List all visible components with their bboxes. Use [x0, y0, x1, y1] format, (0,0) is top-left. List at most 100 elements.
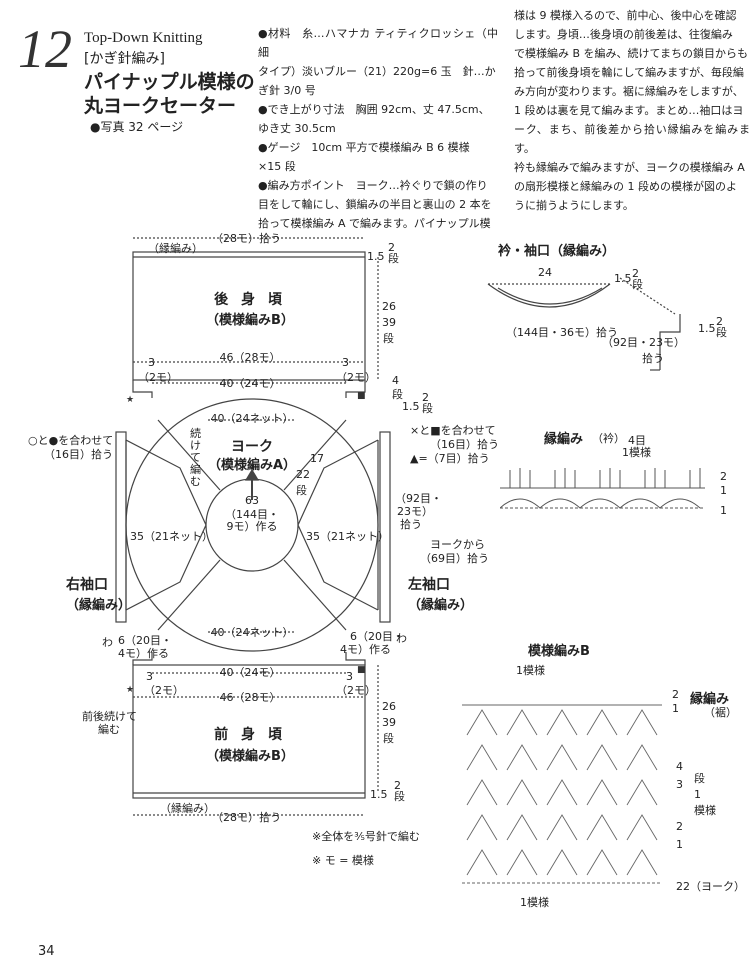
collar-2dan: 2 段: [632, 267, 643, 291]
instructions-column-1: ●材料 糸…ハマナカ ティティクロッシェ（中細 タイプ）淡いブルー（21）220…: [258, 24, 498, 233]
instruction-line: ●ゲージ 10cm 平方で模様編み B 6 模様: [258, 141, 470, 154]
gusset-left-2: 4モ）作る: [118, 647, 169, 660]
back-3-left: 3: [148, 356, 155, 369]
cuff-2dan: 2 段: [716, 315, 727, 339]
yoke-from-label: ヨークから: [430, 538, 485, 551]
right-pick-label: 拾う: [400, 518, 422, 531]
right-sleeve-title: 右袖口: [66, 577, 108, 593]
instruction-line: の扇形模様と縁編みの 1 段めの模様が図のよ: [514, 180, 737, 193]
front-body-title: 前 身 頃: [214, 727, 286, 743]
note-needle: ※全体を⅗号針で編む: [312, 830, 420, 843]
border-lower-loops: [500, 498, 701, 509]
pattern-b-rows-2: 2: [676, 820, 683, 833]
yoke-title: ヨーク: [231, 439, 273, 455]
step-4: 4: [392, 374, 399, 387]
yoke-segment-line: [283, 419, 347, 491]
collar-pick: （144目・36モ）拾う: [506, 326, 618, 339]
pattern-number: 12: [18, 19, 72, 79]
instruction-line: します。身頃…後身頃の前後差は、往復編み: [514, 28, 733, 41]
cuff-pick: 拾う: [642, 352, 664, 365]
collar-title: 衿・袖口（縁編み）: [498, 244, 616, 259]
cuff-92: （92目・23モ）: [602, 336, 685, 349]
yoke-63-label: 63: [245, 494, 259, 507]
sleeve-cuff-shape: [659, 314, 681, 370]
right-note-3: ▲=（7目）拾う: [410, 452, 490, 465]
yoke-144-label: （144目・: [225, 508, 279, 521]
instruction-line: うに揃うようにします。: [514, 199, 634, 212]
right-23-label: 23モ）: [397, 505, 433, 518]
pattern-b-stitch-chart: [462, 704, 662, 884]
border-row-2: 2: [720, 470, 727, 483]
front-border-dan: 2 段: [394, 779, 405, 803]
yoke-35-right: 35（21ネット）: [306, 530, 389, 543]
right-92-label: （92目・: [395, 492, 442, 505]
yoke-35-left: 35（21ネット）: [130, 530, 213, 543]
pattern-b-rep-bottom: 1模様: [520, 896, 549, 909]
pattern-b-border-title: 縁編み: [690, 692, 730, 707]
front-3-right-sub: （2モ）: [336, 684, 376, 697]
front-3-right: 3: [346, 670, 353, 683]
back-step-right: [345, 380, 366, 398]
pattern-subtitle: Top-Down Knitting: [84, 30, 203, 46]
step-4-dan: 段: [392, 388, 403, 401]
border-stitch-chart: [500, 468, 705, 509]
instruction-line: ×15 段: [258, 160, 296, 173]
instruction-line: 1 段めは裏を見て編みます。まとめ…袖口はヨ: [514, 104, 744, 117]
pattern-b-one: 1: [694, 788, 701, 801]
square-marker: ■: [357, 665, 366, 675]
pattern-title: パイナップル模様の 丸ヨークセーター: [84, 70, 255, 118]
yoke-bottom-label: 40（24ネット）: [210, 626, 294, 639]
back-3-left-sub: （2モ）: [138, 371, 178, 384]
pattern-b-fan-rows: [466, 709, 658, 876]
front-height-39: 39: [382, 716, 396, 729]
left-sleeve-gusset: [125, 439, 207, 611]
yoke-22-dan: 段: [296, 484, 307, 497]
front-3-left: 3: [146, 670, 153, 683]
right-note-2: （16目）拾う: [430, 438, 499, 451]
back-border-dan: 2 段: [388, 241, 399, 265]
yoke-17-label: 17: [310, 452, 324, 465]
instruction-line: 衿も縁編みで編みますが、ヨークの模様編み A: [514, 161, 745, 174]
front-border-label: （縁編み）: [160, 802, 215, 815]
square-marker: ■: [357, 391, 366, 401]
instruction-line: ●編み方ポイント ヨーク…衿ぐりで鎖の作り: [258, 179, 488, 192]
yoke-segment-line: [283, 559, 347, 631]
instruction-line: 目をして輪にし、鎖編みの半目と裏山の 2 本を: [258, 198, 492, 211]
title-line-1: パイナップル模様の: [84, 71, 255, 93]
front-46-label: 46（28モ）: [219, 691, 281, 704]
border-fan-motifs: [509, 468, 701, 488]
yoke-continue-note: 続けて編む: [190, 427, 201, 488]
pattern-b-moyo: 模様: [694, 804, 716, 817]
back-body-outline: [132, 251, 366, 381]
front-continue-1: 前後続けて: [82, 710, 137, 723]
step-15: 1.5: [402, 400, 420, 413]
technique-label: [かぎ針編み]: [84, 51, 165, 67]
pattern-b-row-1: 1: [672, 702, 679, 715]
start-arrow-head: [244, 468, 260, 481]
yoke-9-label: 9モ）作る: [226, 520, 278, 533]
front-pick-label: （28モ）拾う: [212, 811, 281, 824]
front-step-right: [345, 652, 366, 665]
back-border-label: （縁編み）: [148, 242, 203, 255]
left-note-1: ○と●を合わせて: [28, 434, 114, 447]
pattern-b-title: 模様編みB: [528, 644, 590, 659]
left-sleeve-sub: （縁編み）: [408, 598, 474, 613]
instruction-line: 拾って模様編み A で編みます。パイナップル模: [258, 217, 491, 230]
pattern-b-row-22: 22（ヨーク）: [676, 880, 745, 893]
pattern-b-rows-3: 3: [676, 778, 683, 791]
instruction-line: 拾って前後身頃を輪にして編みますが、毎段編: [514, 66, 744, 79]
left-note-2: （16目）拾う: [44, 448, 113, 461]
star-marker: ★: [126, 685, 134, 695]
border-row-1b: 1: [720, 504, 727, 517]
back-40-label: 40（24モ）: [219, 377, 281, 390]
star-marker: ★: [126, 395, 134, 405]
yoke-pattern: （模様編みA）: [207, 458, 297, 473]
back-body-title: 後 身 頃: [214, 292, 286, 308]
back-3-right-sub: （2モ）: [336, 371, 376, 384]
border-row-1: 1: [720, 484, 727, 497]
instruction-line: タイプ）淡いブルー（21）220g=6 玉 針…か: [258, 65, 496, 78]
back-border-rows: 1.5: [367, 250, 385, 263]
yoke-top-label: 40（24ネット）: [210, 412, 294, 425]
instruction-line: ●でき上がり寸法 胸囲 92cm、丈 47.5cm、: [258, 103, 490, 116]
cuff-15: 1.5: [698, 322, 716, 335]
